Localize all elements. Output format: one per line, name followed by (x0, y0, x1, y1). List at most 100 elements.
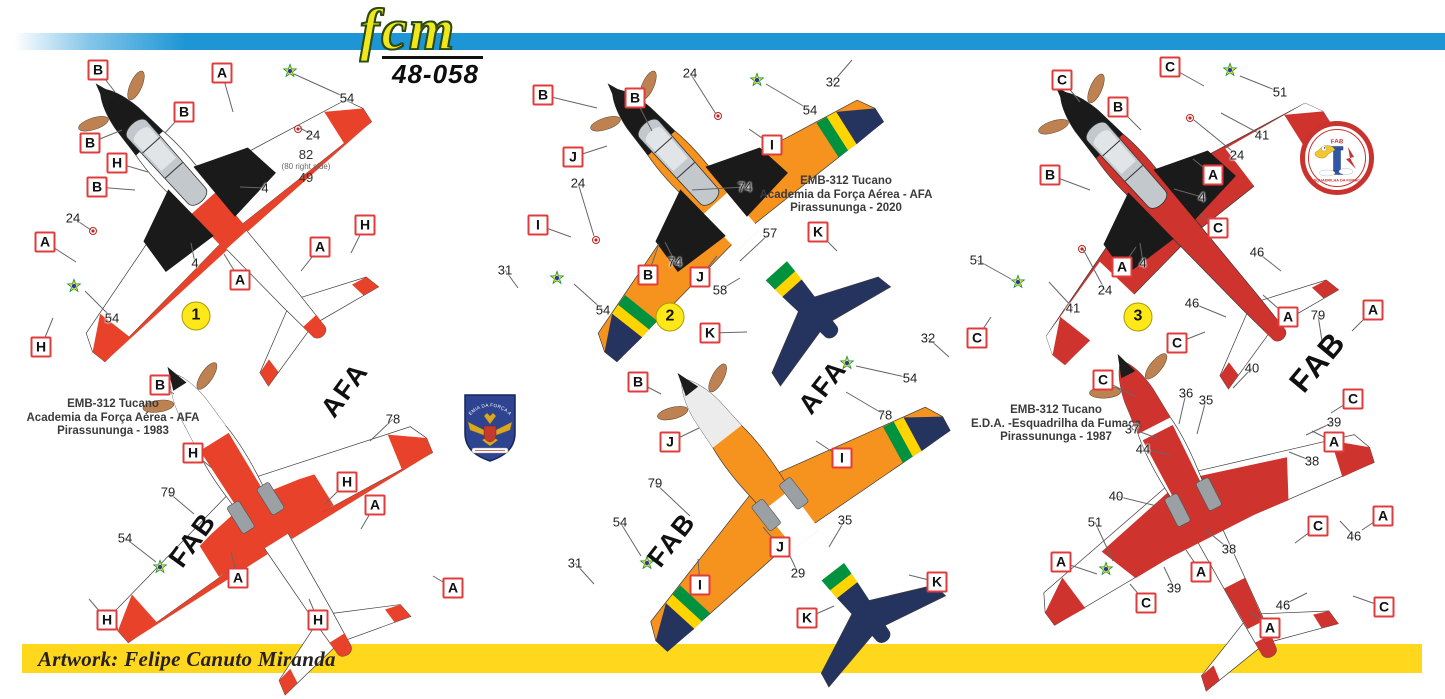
decal-number-79: 79 (160, 484, 176, 500)
callout-letter-C: C (1342, 388, 1364, 410)
callout-letter-I: I (527, 214, 549, 236)
stencil-note-bottom: 49 (298, 170, 314, 185)
callout-letter-A: A (1050, 551, 1072, 573)
scheme-title-line: EMB-312 Tucano (800, 175, 892, 187)
decal-number-57: 57 (762, 225, 778, 241)
tail-cone (302, 314, 326, 339)
decal-number-46: 46 (1275, 597, 1291, 613)
decal-number-74: 74 (737, 179, 753, 195)
callout-letter-A: A (1372, 505, 1394, 527)
callout-letter-I: I (761, 134, 783, 156)
callout-letter-C: C (1159, 56, 1181, 78)
decal-number-54: 54 (339, 90, 355, 106)
callout-letter-A: A (1362, 299, 1384, 321)
propeller-blade-icon (77, 113, 110, 134)
scheme-title-line: EMB-312 Tucano (1010, 404, 1102, 416)
callout-letter-H: H (106, 152, 128, 174)
decal-number-38: 38 (1304, 453, 1320, 469)
decal-number-46: 46 (1249, 244, 1265, 260)
star-roundel-icon (639, 555, 655, 571)
decal-number-44: 44 (1135, 441, 1151, 457)
aircraft-scheme2-bottom-view (522, 251, 1061, 699)
eagle-eye (1323, 147, 1326, 149)
callout-letter-C: C (1373, 596, 1395, 618)
callout-letter-C: C (1207, 217, 1229, 239)
left-wingtip (117, 594, 158, 643)
star-roundel-icon (1098, 561, 1114, 577)
propeller-blade-icon (142, 398, 175, 414)
callout-letter-A: A (1202, 164, 1224, 186)
aircraft-scheme3-top-view (909, 0, 1445, 495)
callout-letter-H: H (182, 442, 204, 464)
callout-letter-B: B (149, 374, 171, 396)
cloud-icon (1338, 168, 1354, 175)
decal-number-58: 58 (712, 282, 728, 298)
filler-mark-icon (592, 236, 600, 244)
nose-panel (1119, 360, 1171, 434)
star-roundel-icon (839, 355, 855, 371)
callout-letter-B: B (1107, 96, 1129, 118)
decal-number-54: 54 (612, 514, 628, 530)
artwork-credit: Artwork: Felipe Canuto Miranda (38, 647, 336, 671)
decal-number-54: 54 (104, 310, 120, 326)
decal-number-31: 31 (497, 262, 513, 278)
decal-number-24: 24 (1097, 282, 1113, 298)
callout-letter-A: A (1323, 431, 1345, 453)
nose-panel (170, 373, 226, 445)
cloud-icon (1318, 169, 1336, 177)
decal-number-79: 79 (1310, 307, 1326, 323)
stencil-note: 82(80 right side)49 (266, 148, 346, 185)
fab-label: FAB (1330, 139, 1344, 146)
scheme-title-line: Pirassununga - 1987 (1000, 431, 1112, 443)
spinner-icon (607, 83, 630, 106)
propeller-blade-icon (705, 361, 730, 394)
star-roundel-icon (66, 278, 82, 294)
decal-number-24: 24 (570, 175, 586, 191)
callout-letter-J: J (769, 536, 791, 558)
callout-letter-J: J (562, 146, 584, 168)
decal-number-39: 39 (1166, 580, 1182, 596)
left-wingtip (655, 603, 695, 652)
scheme-title-line: EMB-312 Tucano (67, 398, 159, 410)
emblem-arc-label: ESQUADRILHA DA FUMAÇA (1311, 179, 1363, 183)
right-wingtip (324, 108, 372, 145)
decal-number-24: 24 (305, 127, 321, 143)
decal-number-51: 51 (1087, 514, 1103, 530)
decal-number-74: 74 (667, 254, 683, 270)
fcm-logo: fcm (359, 0, 457, 62)
inner-shield-icon (483, 425, 497, 443)
decal-number-32: 32 (920, 330, 936, 346)
callout-letter-H: H (307, 609, 329, 631)
callout-letter-C: C (1051, 69, 1073, 91)
fumaca-emblem-badge: FAB ESQUADRILHA DA FUMAÇA (1300, 121, 1374, 195)
callout-letter-H: H (30, 336, 52, 358)
propeller-blade-icon (1084, 72, 1107, 105)
decal-number-29: 29 (790, 565, 806, 581)
callout-letter-B: B (79, 132, 101, 154)
afa-crest-badge: ACADEMIA DA FORÇA AÉREA (462, 392, 516, 462)
decal-number-35: 35 (1198, 392, 1214, 408)
decal-number-78: 78 (877, 407, 893, 423)
stencil-note-top: 82 (298, 147, 314, 162)
spinner-icon (1117, 353, 1136, 379)
tail-cone (1254, 634, 1277, 658)
callout-letter-I: I (689, 574, 711, 596)
scheme-2-marker: 2 (655, 302, 685, 332)
callout-letter-C: C (1307, 515, 1329, 537)
propeller-blade-icon (1142, 351, 1171, 383)
callout-letter-H: H (354, 214, 376, 236)
filler-mark-icon (1186, 114, 1194, 122)
stencil-note-middle: (80 right side) (281, 162, 331, 171)
callout-letter-B: B (624, 87, 646, 109)
scheme-title-line: E.D.A. -Esquadrilha da Fumaça (971, 417, 1141, 430)
callout-letter-K: K (699, 322, 721, 344)
decal-number-40: 40 (1244, 360, 1260, 376)
propeller-blade-icon (124, 69, 147, 102)
callout-letter-A: A (442, 577, 464, 599)
column-icon (1333, 148, 1341, 172)
tail-cone (867, 619, 890, 643)
product-code: 48-058 (382, 56, 483, 88)
callout-letter-C: C (966, 327, 988, 349)
decal-number-51: 51 (969, 252, 985, 268)
propeller-blade-icon (1037, 116, 1070, 137)
